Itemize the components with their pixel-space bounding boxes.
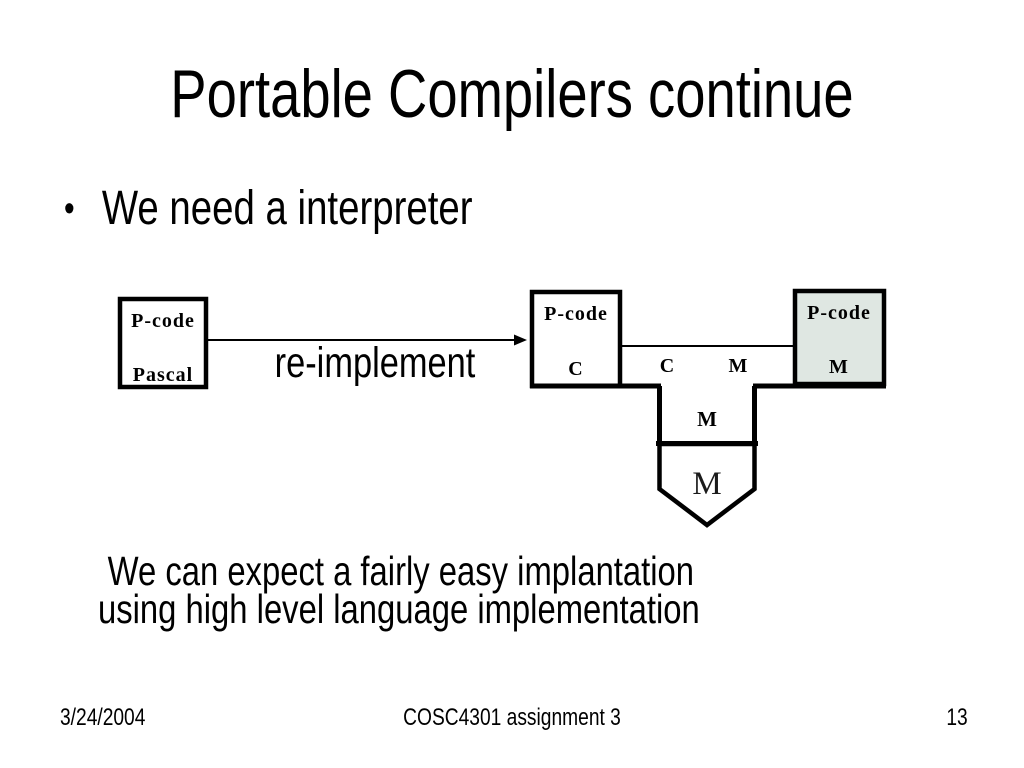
- pascal-box: [117, 296, 209, 390]
- m-box-bottom-label: M: [829, 356, 849, 378]
- bullet-line: • We need a interpreter: [64, 184, 473, 237]
- c-box-bottom-label: C: [568, 358, 583, 380]
- bullet-icon: •: [64, 188, 75, 230]
- footer-date: 3/24/2004: [60, 704, 146, 731]
- caption-line-1: We can expect a fairly easy implantation: [107, 548, 695, 594]
- interpreter-label: M: [692, 466, 721, 502]
- bullet-text: We need a interpreter: [101, 182, 473, 235]
- pascal-box-bottom-label: Pascal: [133, 364, 193, 386]
- caption: We can expect a fairly easy implantation…: [98, 548, 700, 632]
- footer-page-number: 13: [946, 704, 968, 731]
- m-box: [792, 288, 887, 387]
- stem-label: M: [697, 407, 717, 431]
- crossbar-right-label: M: [729, 355, 748, 377]
- footer-title: COSC4301 assignment 3: [403, 704, 621, 731]
- t-diagram: P-code Pascal P-code C C M M M P-code M: [117, 288, 887, 528]
- caption-line-2: using high level language implementation: [98, 586, 700, 632]
- c-box-top-label: P-code: [544, 303, 608, 325]
- re-implement-label: re-implement: [274, 339, 476, 387]
- crossbar-left-label: C: [660, 355, 674, 377]
- m-box-top-label: P-code: [807, 302, 871, 324]
- re-implement-arrowhead-icon: [514, 334, 527, 346]
- slide-title: Portable Compilers continue: [170, 56, 854, 132]
- c-box: [529, 289, 623, 389]
- pascal-box-top-label: P-code: [131, 310, 195, 332]
